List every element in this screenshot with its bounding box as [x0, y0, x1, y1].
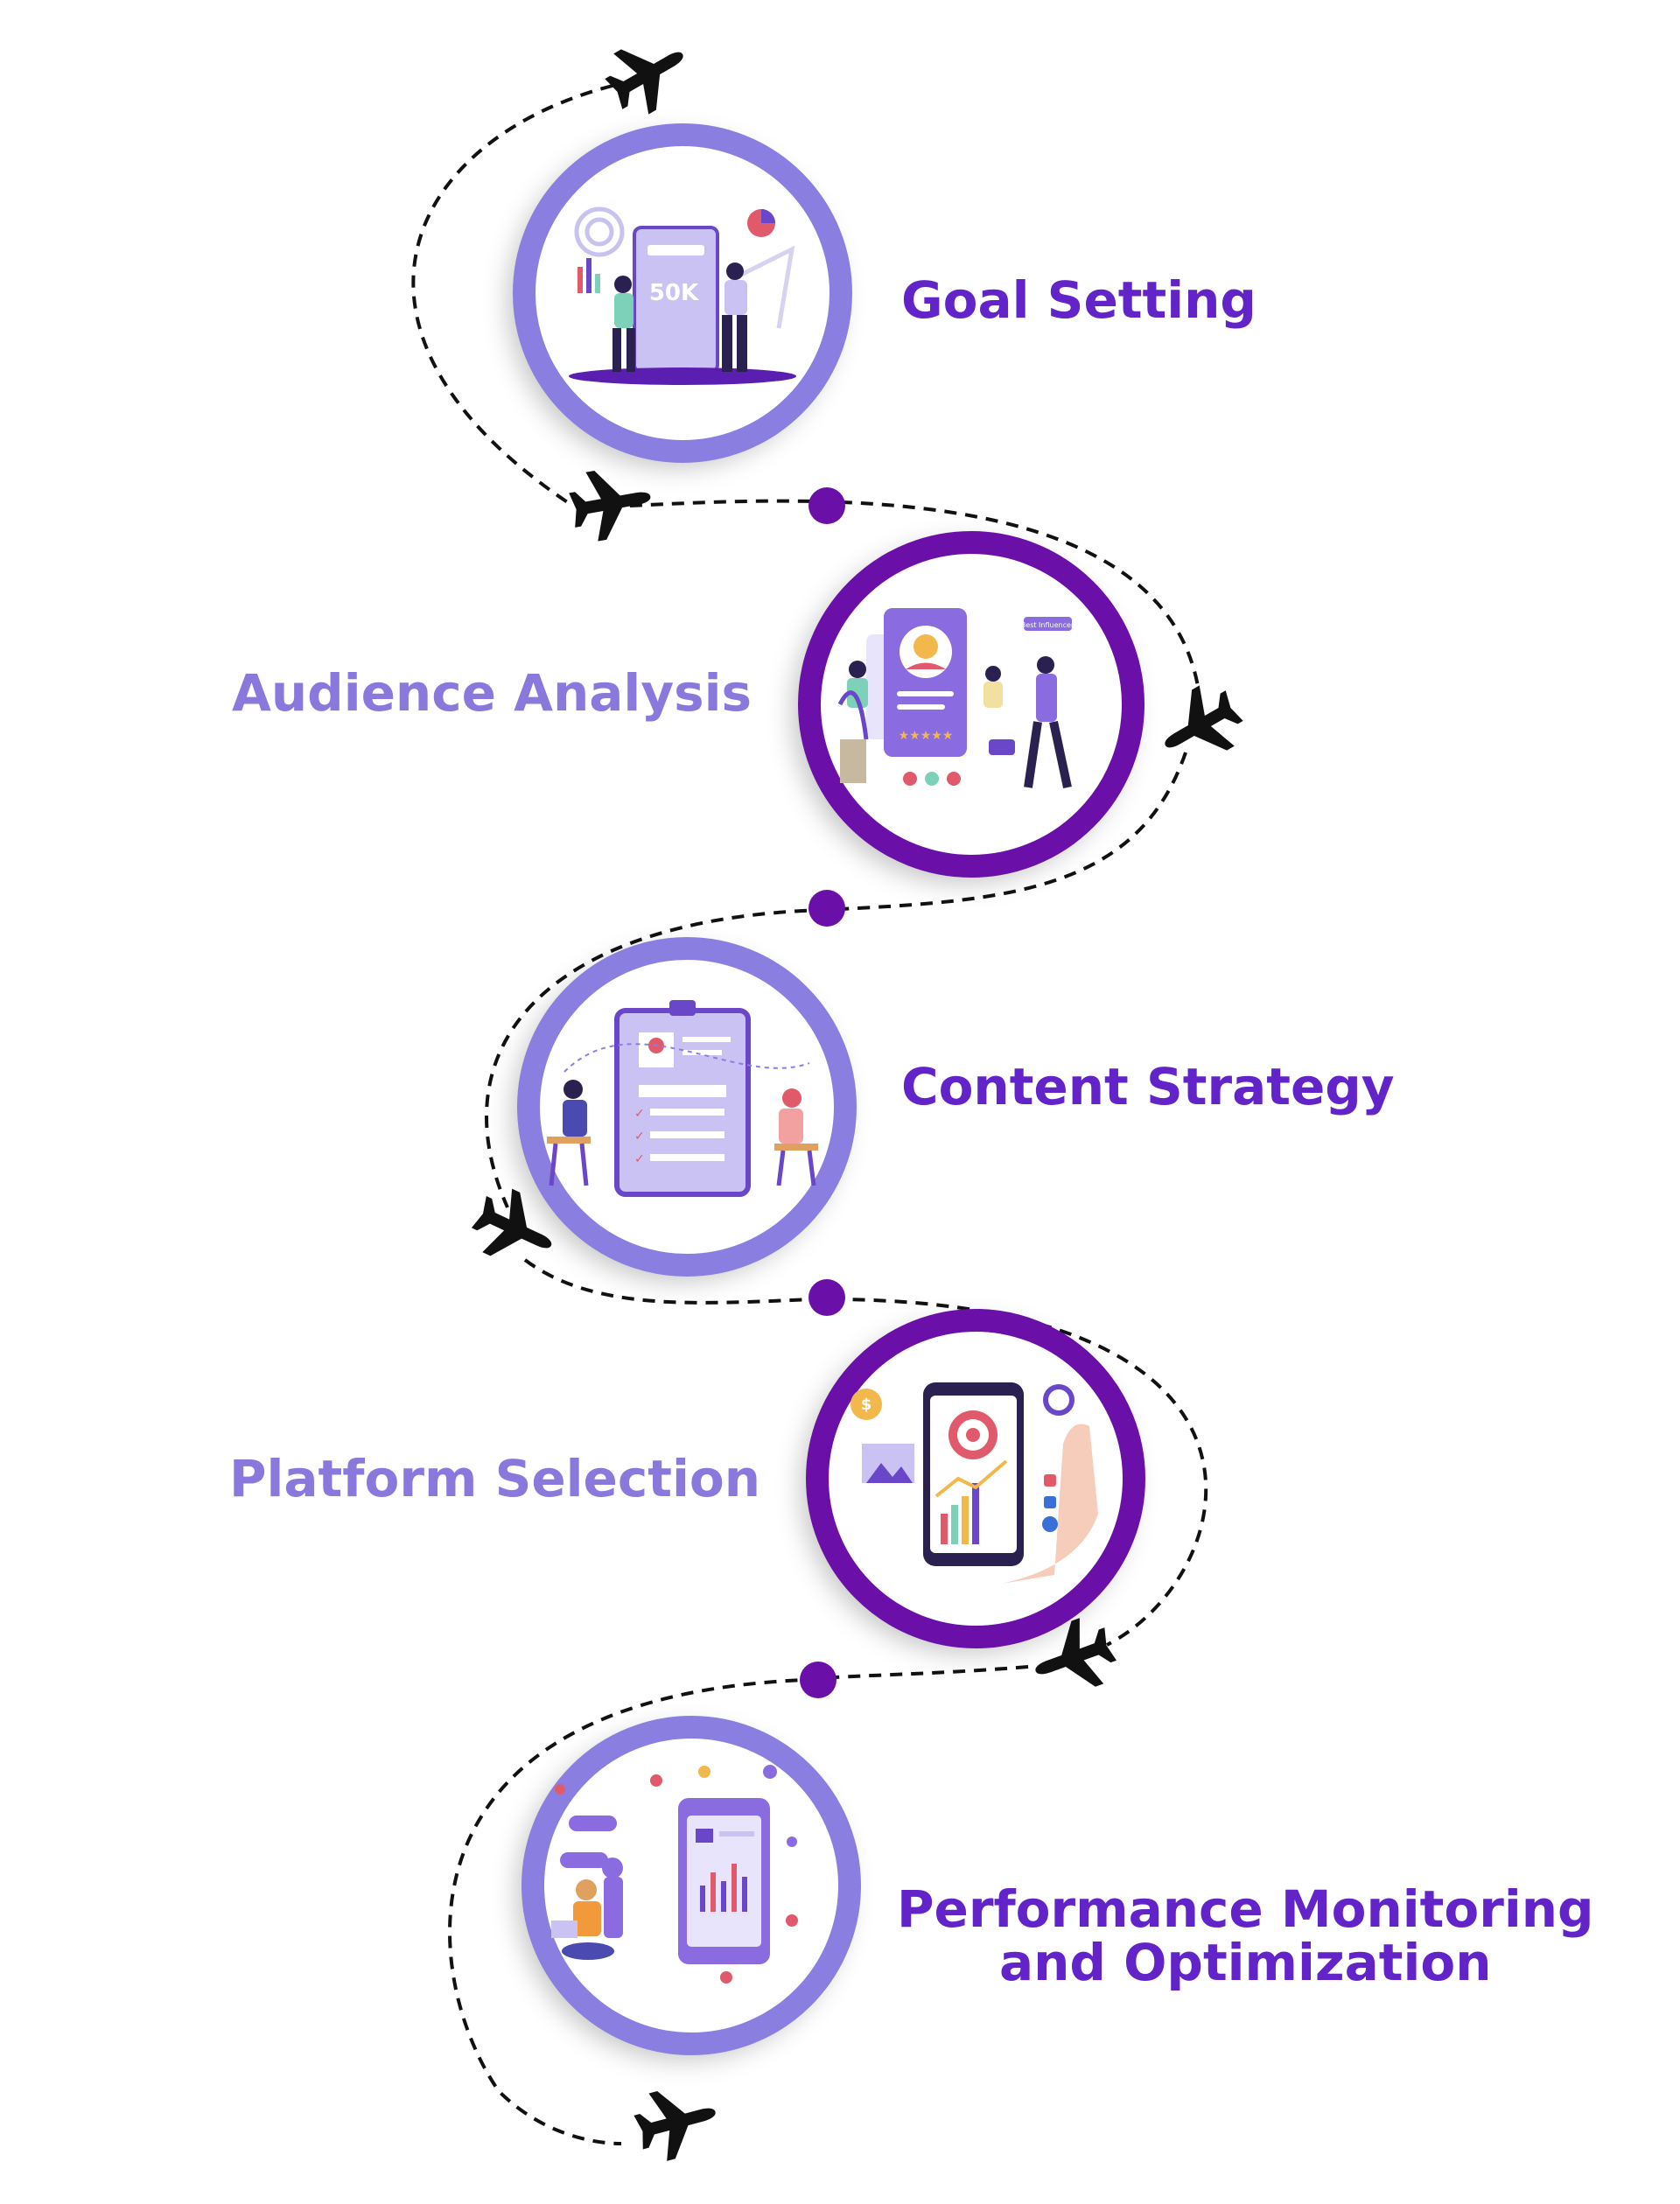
svg-text:✓: ✓ — [634, 1130, 645, 1144]
platform-selection-illustration-icon: $ — [850, 1382, 1098, 1584]
airplane-icon — [565, 461, 657, 545]
goal-setting-illustration-icon: 50K — [569, 206, 796, 385]
step-audience-analysis-circle: ★★★★★ Best Influencer — [798, 531, 1144, 878]
connector-dot — [808, 1279, 845, 1316]
svg-text:★★★★★: ★★★★★ — [899, 729, 954, 743]
step-platform-selection-circle: $ — [806, 1309, 1145, 1648]
step-label-content-strategy: Content Strategy — [901, 1057, 1395, 1116]
airplane-icon — [596, 24, 701, 125]
svg-text:✓: ✓ — [634, 1152, 645, 1166]
airplane-icon — [1147, 675, 1252, 776]
audience-analysis-illustration-icon: ★★★★★ Best Influencer — [837, 608, 1074, 789]
step-label-line-1: Performance Monitoring — [897, 1879, 1594, 1939]
dashed-path — [411, 84, 613, 505]
performance-monitoring-illustration-icon — [551, 1765, 798, 1984]
content-strategy-illustration-icon: ✓ ✓ ✓ — [547, 1000, 818, 1197]
airplane-icon — [629, 2077, 724, 2166]
step-label-line-2: and Optimization — [998, 1932, 1492, 1992]
step-label-audience-analysis: Audience Analysis — [232, 663, 752, 723]
dashed-path — [485, 752, 1187, 1208]
step-goal-setting-circle: 50K — [513, 123, 852, 463]
svg-text:✓: ✓ — [634, 1107, 645, 1121]
connector-dot — [800, 1662, 836, 1698]
connector-dot — [808, 890, 845, 927]
step-performance-monitoring-circle — [522, 1716, 861, 2055]
dashed-path — [448, 1665, 1029, 2145]
step-label-goal-setting: Goal Setting — [901, 270, 1256, 330]
step-label-performance-monitoring: Performance Monitoring and Optimization — [897, 1883, 1594, 1990]
svg-text:$: $ — [861, 1396, 872, 1414]
dashed-path — [523, 1258, 1208, 1647]
step-label-platform-selection: Platform Selection — [229, 1449, 761, 1508]
connector-dot — [808, 487, 845, 524]
step-content-strategy-circle: ✓ ✓ ✓ — [517, 937, 857, 1277]
goal-counter-text: 50K — [649, 280, 699, 306]
best-influencer-tag: Best Influencer — [1021, 621, 1074, 629]
